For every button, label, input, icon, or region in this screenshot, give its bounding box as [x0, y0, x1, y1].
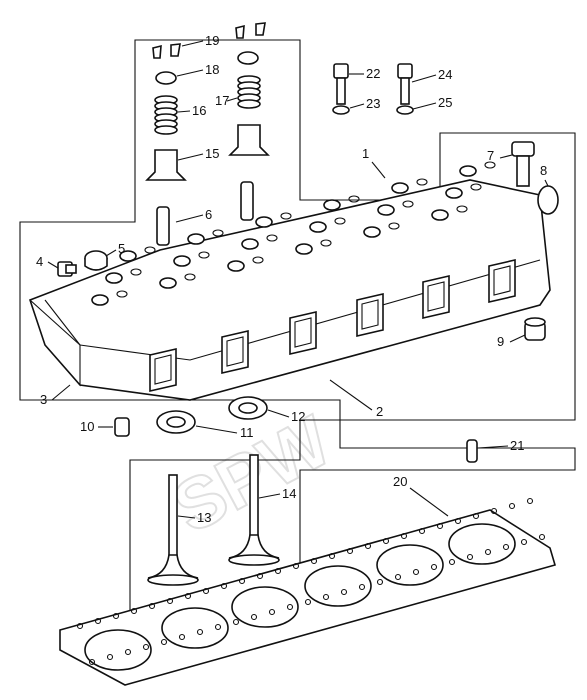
callout-10: 10 — [80, 419, 94, 434]
plug-8 — [537, 185, 559, 215]
intake-port — [356, 292, 384, 338]
callout-leader-11 — [195, 425, 238, 434]
callout-19: 19 — [205, 33, 219, 48]
callout-leader-17 — [226, 97, 238, 102]
intake-port — [289, 310, 317, 356]
spring-seat-15 — [145, 124, 270, 181]
callout-25: 25 — [438, 95, 452, 110]
gasket-bore — [161, 607, 229, 649]
keeper-19 — [152, 22, 266, 59]
dowel-21 — [466, 439, 478, 463]
callout-leader-16 — [177, 110, 191, 113]
callout-18: 18 — [205, 62, 219, 77]
gasket-bore — [304, 565, 372, 607]
callout-3: 3 — [40, 392, 47, 407]
callout-21: 21 — [510, 438, 524, 453]
callout-14: 14 — [282, 486, 296, 501]
callout-2: 2 — [376, 404, 383, 419]
callout-leader-21 — [477, 445, 509, 449]
callout-24: 24 — [438, 67, 452, 82]
callout-16: 16 — [192, 103, 206, 118]
callout-leader-9 — [509, 334, 526, 343]
callout-leader-25 — [412, 102, 437, 110]
head-gasket-20 — [59, 497, 556, 686]
seal-10 — [114, 417, 130, 437]
bolt-7 — [511, 141, 535, 187]
callout-leader-23 — [349, 103, 365, 109]
callout-leader-2 — [329, 379, 373, 411]
gasket-bore — [376, 544, 444, 586]
callout-12: 12 — [291, 409, 305, 424]
valve-spring-17 — [237, 75, 261, 109]
plug-9 — [524, 317, 546, 341]
intake-port — [488, 258, 516, 304]
bolt-24 — [397, 63, 413, 105]
valve-guide-6 — [156, 181, 254, 246]
gasket-bore — [231, 586, 299, 628]
callout-leader-5 — [105, 249, 117, 257]
valve-seat-insert-11 — [156, 410, 196, 434]
callout-leader-14 — [258, 493, 281, 499]
valve-13 — [147, 474, 199, 586]
valve-spring-16 — [154, 95, 178, 135]
callout-5: 5 — [118, 241, 125, 256]
callout-leader-18 — [176, 69, 204, 77]
callout-17: 17 — [215, 93, 229, 108]
washer-23 — [332, 105, 350, 115]
callout-1: 1 — [362, 146, 369, 161]
cylinder-head — [28, 161, 551, 401]
retainer-18 — [155, 51, 259, 85]
callout-8: 8 — [540, 163, 547, 178]
valve-seat-insert-12 — [228, 396, 268, 420]
callout-7: 7 — [487, 148, 494, 163]
gasket-bore — [448, 523, 516, 565]
bolt-22 — [333, 63, 349, 105]
valve-14 — [228, 454, 280, 566]
group-outline-upper — [19, 39, 576, 421]
callout-22: 22 — [366, 66, 380, 81]
callout-20: 20 — [393, 474, 407, 489]
callout-15: 15 — [205, 146, 219, 161]
washer-25 — [396, 105, 414, 115]
intake-port — [149, 347, 177, 393]
callout-13: 13 — [197, 510, 211, 525]
intake-port — [422, 274, 450, 320]
callout-leader-15 — [177, 153, 204, 161]
callout-leader-20 — [409, 487, 449, 517]
callout-leader-13 — [177, 515, 196, 519]
callout-leader-8 — [544, 179, 549, 187]
callout-4: 4 — [36, 254, 43, 269]
callout-leader-6 — [175, 214, 204, 223]
callout-leader-7 — [499, 154, 513, 159]
callout-11: 11 — [240, 425, 254, 440]
callout-leader-12 — [267, 409, 290, 418]
callout-leader-19 — [181, 40, 204, 47]
fitting-4 — [57, 261, 77, 277]
callout-9: 9 — [497, 334, 504, 349]
callout-6: 6 — [205, 207, 212, 222]
intake-port — [221, 329, 249, 375]
cup-plug-5 — [84, 250, 108, 271]
callout-leader-4 — [47, 261, 59, 269]
callout-leader-1 — [371, 161, 386, 179]
callout-23: 23 — [366, 96, 380, 111]
gasket-bore — [84, 629, 152, 671]
callout-leader-24 — [411, 74, 437, 83]
callout-leader-3 — [51, 384, 71, 401]
